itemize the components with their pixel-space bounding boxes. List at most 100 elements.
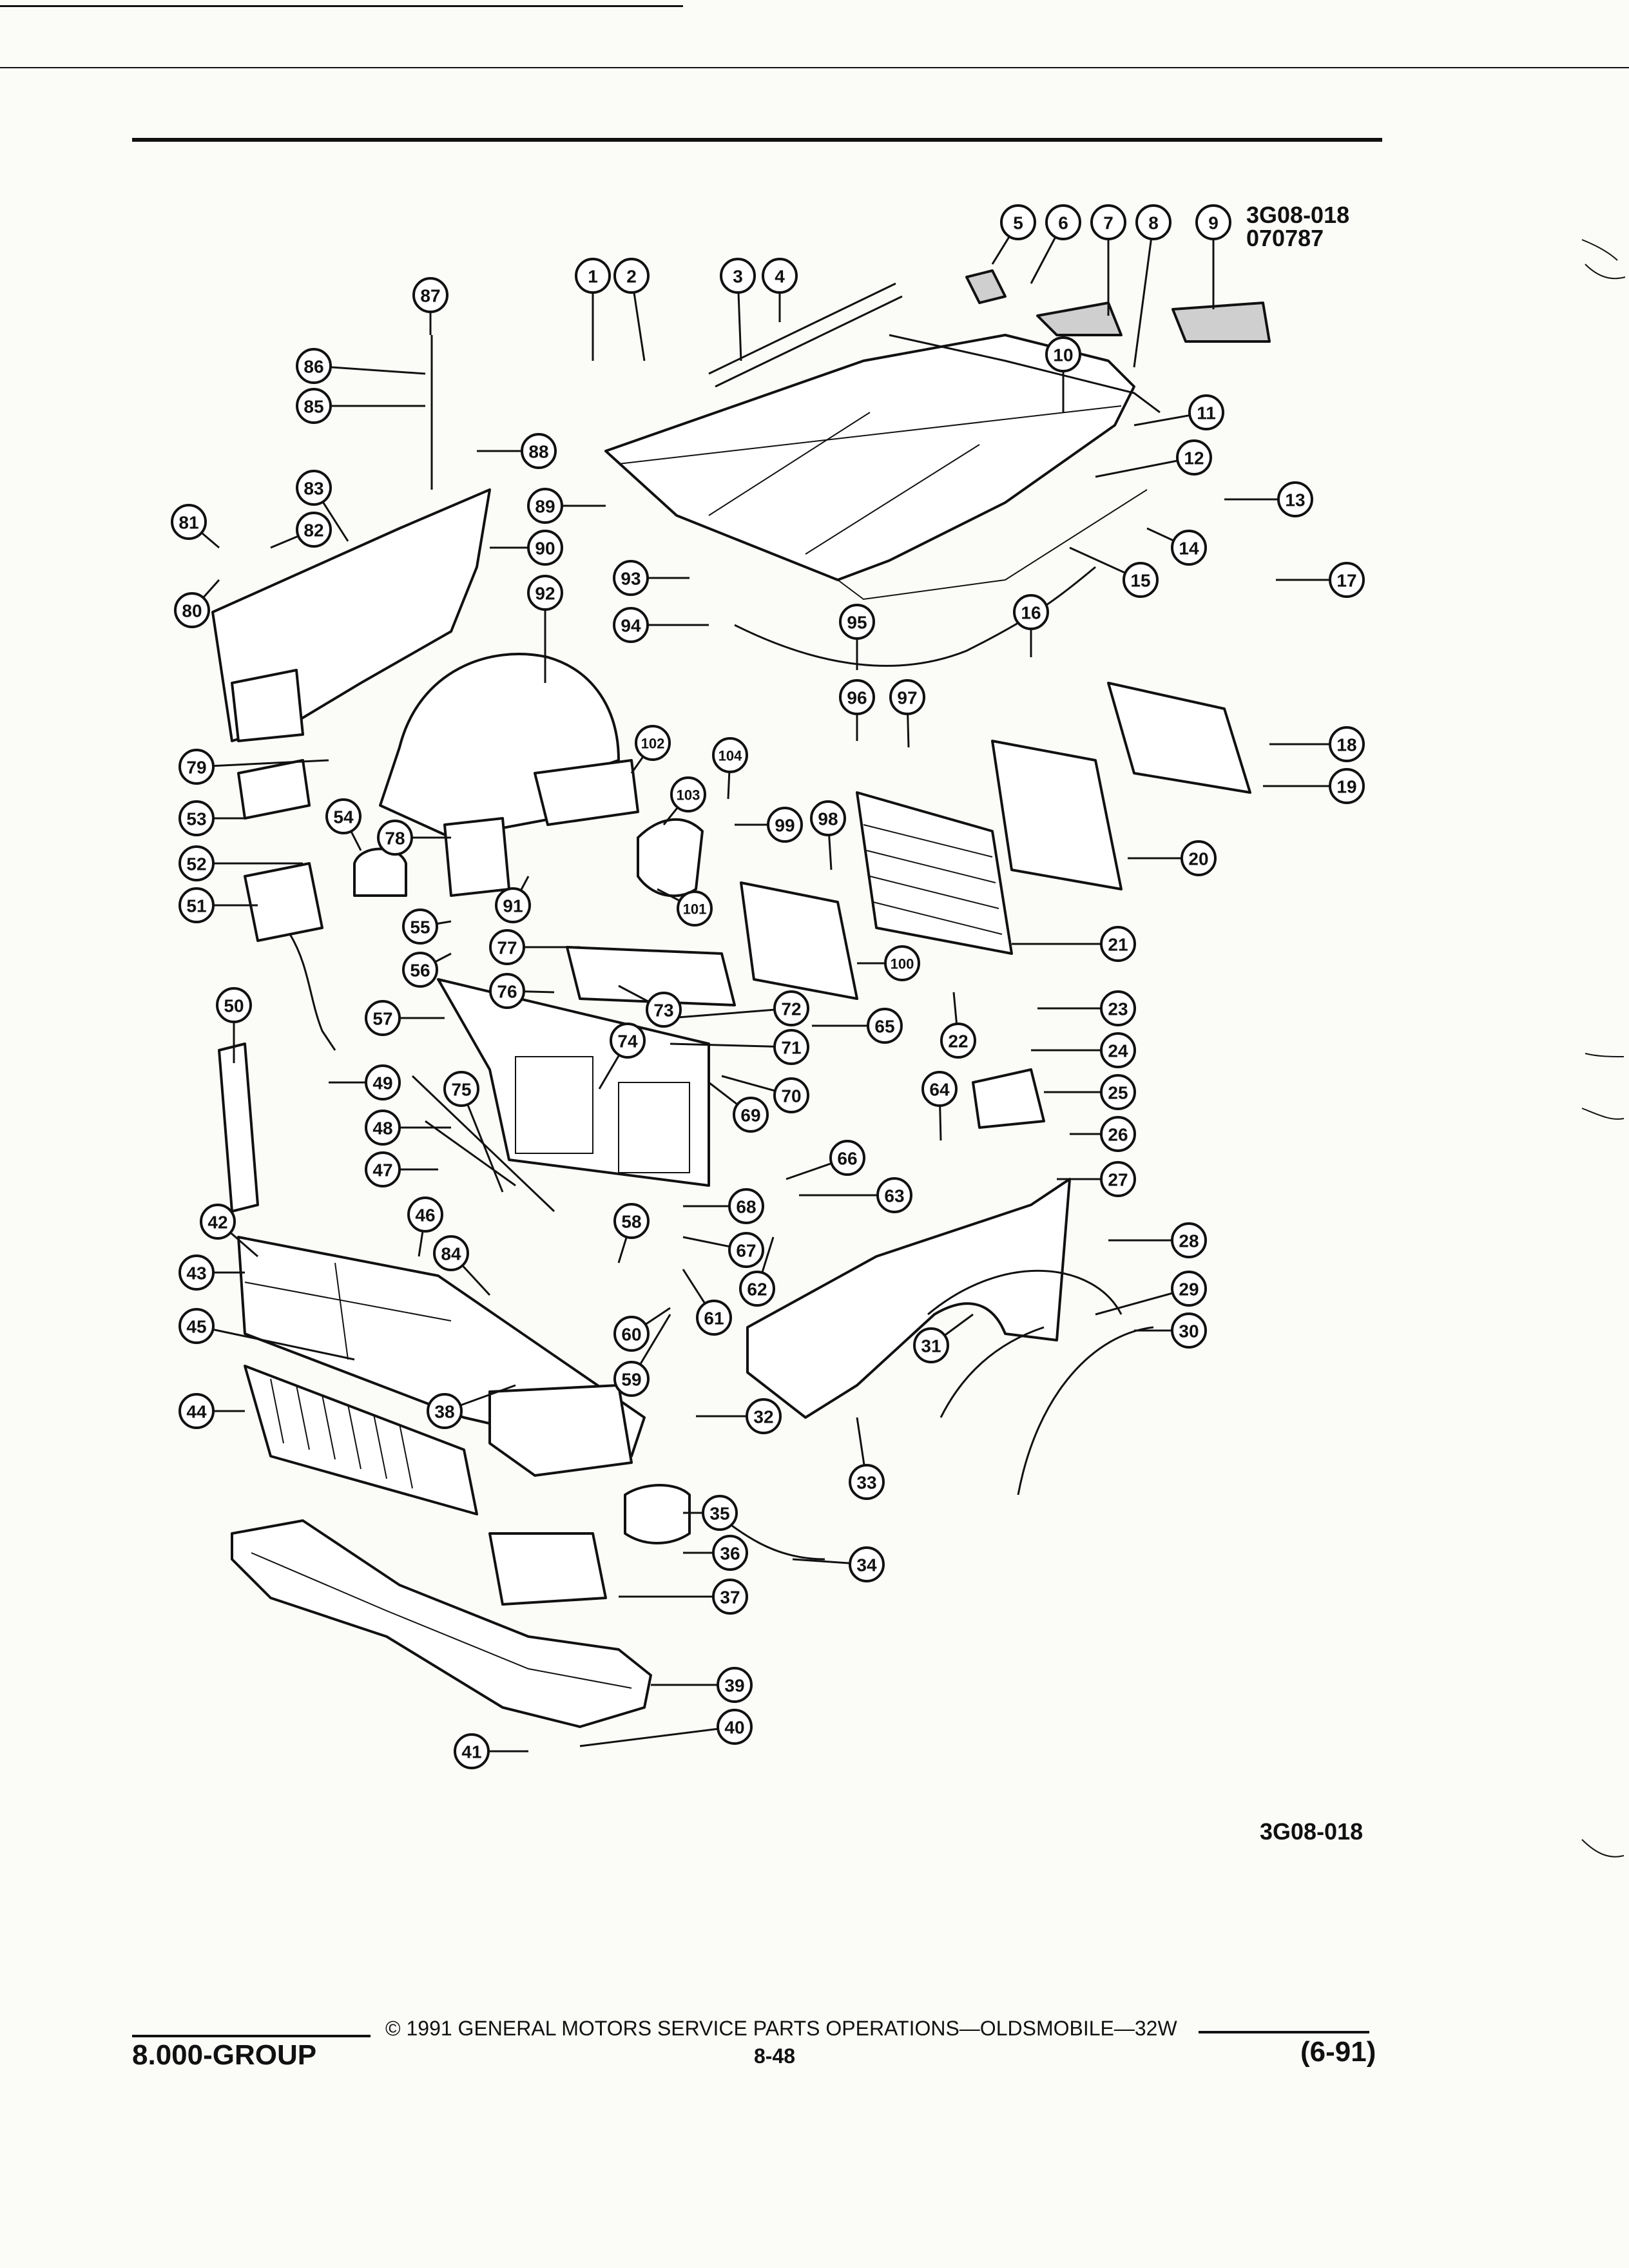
callout-circle-36 bbox=[712, 1535, 748, 1571]
callout-circle-48 bbox=[365, 1110, 401, 1146]
callout-circle-104 bbox=[712, 737, 748, 773]
callout-51: 51 bbox=[178, 887, 258, 923]
callout-number-10: 10 bbox=[1053, 345, 1073, 365]
callout-circle-100 bbox=[884, 945, 920, 981]
callout-circle-101 bbox=[677, 890, 713, 927]
callout-18: 18 bbox=[1269, 726, 1365, 762]
callout-circle-37 bbox=[712, 1579, 748, 1615]
callout-47: 47 bbox=[365, 1151, 438, 1187]
callout-circle-30 bbox=[1171, 1312, 1207, 1349]
callout-circle-61 bbox=[696, 1300, 732, 1336]
air-duct bbox=[534, 759, 639, 826]
callout-number-38: 38 bbox=[434, 1402, 454, 1422]
air-intake-duct bbox=[637, 818, 704, 898]
callout-number-72: 72 bbox=[781, 999, 801, 1019]
callout-93: 93 bbox=[613, 560, 689, 596]
callout-number-86: 86 bbox=[304, 357, 323, 377]
callout-39: 39 bbox=[651, 1667, 753, 1703]
callout-1: 1 bbox=[575, 258, 611, 361]
callout-35: 35 bbox=[683, 1495, 738, 1531]
callout-circle-45 bbox=[178, 1308, 215, 1344]
callout-20: 20 bbox=[1128, 840, 1217, 876]
callout-14: 14 bbox=[1146, 527, 1207, 566]
callout-number-67: 67 bbox=[736, 1241, 756, 1261]
callout-81: 81 bbox=[171, 504, 220, 549]
callout-number-66: 66 bbox=[837, 1149, 857, 1169]
callout-circle-53 bbox=[178, 800, 215, 836]
callout-circle-89 bbox=[527, 488, 563, 524]
callout-circle-83 bbox=[296, 470, 332, 506]
callout-circle-1 bbox=[575, 258, 611, 294]
callout-91: 91 bbox=[495, 876, 531, 923]
callout-circle-40 bbox=[717, 1709, 753, 1745]
callout-73: 73 bbox=[618, 985, 682, 1028]
callout-63: 63 bbox=[799, 1177, 912, 1213]
callout-102: 102 bbox=[630, 725, 671, 774]
callout-circle-57 bbox=[365, 1000, 401, 1036]
callout-number-92: 92 bbox=[535, 584, 555, 604]
callout-number-70: 70 bbox=[781, 1086, 801, 1106]
callout-circle-20 bbox=[1181, 840, 1217, 876]
callout-number-6: 6 bbox=[1058, 213, 1068, 233]
callout-number-102: 102 bbox=[641, 736, 665, 752]
callout-79: 79 bbox=[178, 749, 329, 785]
callout-number-53: 53 bbox=[186, 809, 206, 829]
callout-95: 95 bbox=[839, 604, 875, 670]
callout-number-74: 74 bbox=[617, 1032, 638, 1052]
callout-number-45: 45 bbox=[186, 1317, 206, 1337]
air-cleaner-housing bbox=[1107, 682, 1251, 794]
page-number: 8-48 bbox=[754, 2044, 796, 2068]
callout-56: 56 bbox=[402, 952, 452, 988]
callout-number-73: 73 bbox=[653, 1001, 673, 1021]
callout-4: 4 bbox=[762, 258, 798, 322]
radiator-grille bbox=[244, 1365, 478, 1515]
callout-number-33: 33 bbox=[856, 1473, 876, 1493]
callout-circle-34 bbox=[849, 1546, 885, 1582]
callout-circle-10 bbox=[1045, 336, 1081, 372]
callout-number-51: 51 bbox=[186, 896, 206, 916]
callout-circle-19 bbox=[1329, 768, 1365, 804]
callout-circle-72 bbox=[773, 990, 809, 1026]
leader-line-86 bbox=[313, 365, 426, 375]
callout-circle-32 bbox=[746, 1398, 782, 1434]
callout-number-11: 11 bbox=[1197, 403, 1216, 423]
callout-circle-51 bbox=[178, 887, 215, 923]
callout-circle-60 bbox=[613, 1316, 650, 1352]
callout-number-50: 50 bbox=[224, 996, 244, 1016]
callout-16: 16 bbox=[1013, 594, 1049, 657]
callout-circle-54 bbox=[325, 798, 361, 834]
callout-11: 11 bbox=[1133, 394, 1224, 430]
callout-circle-103 bbox=[670, 776, 706, 812]
footer-rule-right bbox=[1199, 2031, 1369, 2033]
callout-number-27: 27 bbox=[1108, 1170, 1128, 1190]
callout-number-93: 93 bbox=[621, 569, 641, 589]
callout-circle-93 bbox=[613, 560, 649, 596]
callout-circle-3 bbox=[720, 258, 756, 294]
callout-circle-75 bbox=[443, 1071, 479, 1107]
callout-67: 67 bbox=[682, 1232, 764, 1268]
callout-number-13: 13 bbox=[1285, 490, 1305, 510]
callout-23: 23 bbox=[1037, 990, 1136, 1026]
callout-number-14: 14 bbox=[1179, 539, 1199, 559]
callout-41: 41 bbox=[454, 1733, 528, 1769]
callout-number-78: 78 bbox=[385, 829, 405, 849]
callout-circle-90 bbox=[527, 530, 563, 566]
callout-number-99: 99 bbox=[775, 816, 795, 836]
callout-2: 2 bbox=[613, 258, 650, 361]
callout-32: 32 bbox=[696, 1398, 782, 1434]
callout-circle-50 bbox=[216, 987, 252, 1023]
right-fender bbox=[746, 1178, 1123, 1419]
callout-circle-80 bbox=[174, 592, 210, 628]
fog-lamp bbox=[488, 1532, 607, 1606]
callout-circle-96 bbox=[839, 679, 875, 715]
callout-103: 103 bbox=[662, 776, 706, 825]
callout-86: 86 bbox=[296, 348, 426, 384]
callout-circle-97 bbox=[889, 679, 925, 715]
callout-number-32: 32 bbox=[753, 1407, 773, 1427]
callout-number-25: 25 bbox=[1108, 1083, 1128, 1103]
callout-circle-35 bbox=[702, 1495, 738, 1531]
callout-circle-74 bbox=[610, 1023, 646, 1059]
top-scan-line bbox=[0, 5, 683, 7]
callout-70: 70 bbox=[721, 1075, 809, 1113]
header-rule bbox=[132, 138, 1382, 142]
